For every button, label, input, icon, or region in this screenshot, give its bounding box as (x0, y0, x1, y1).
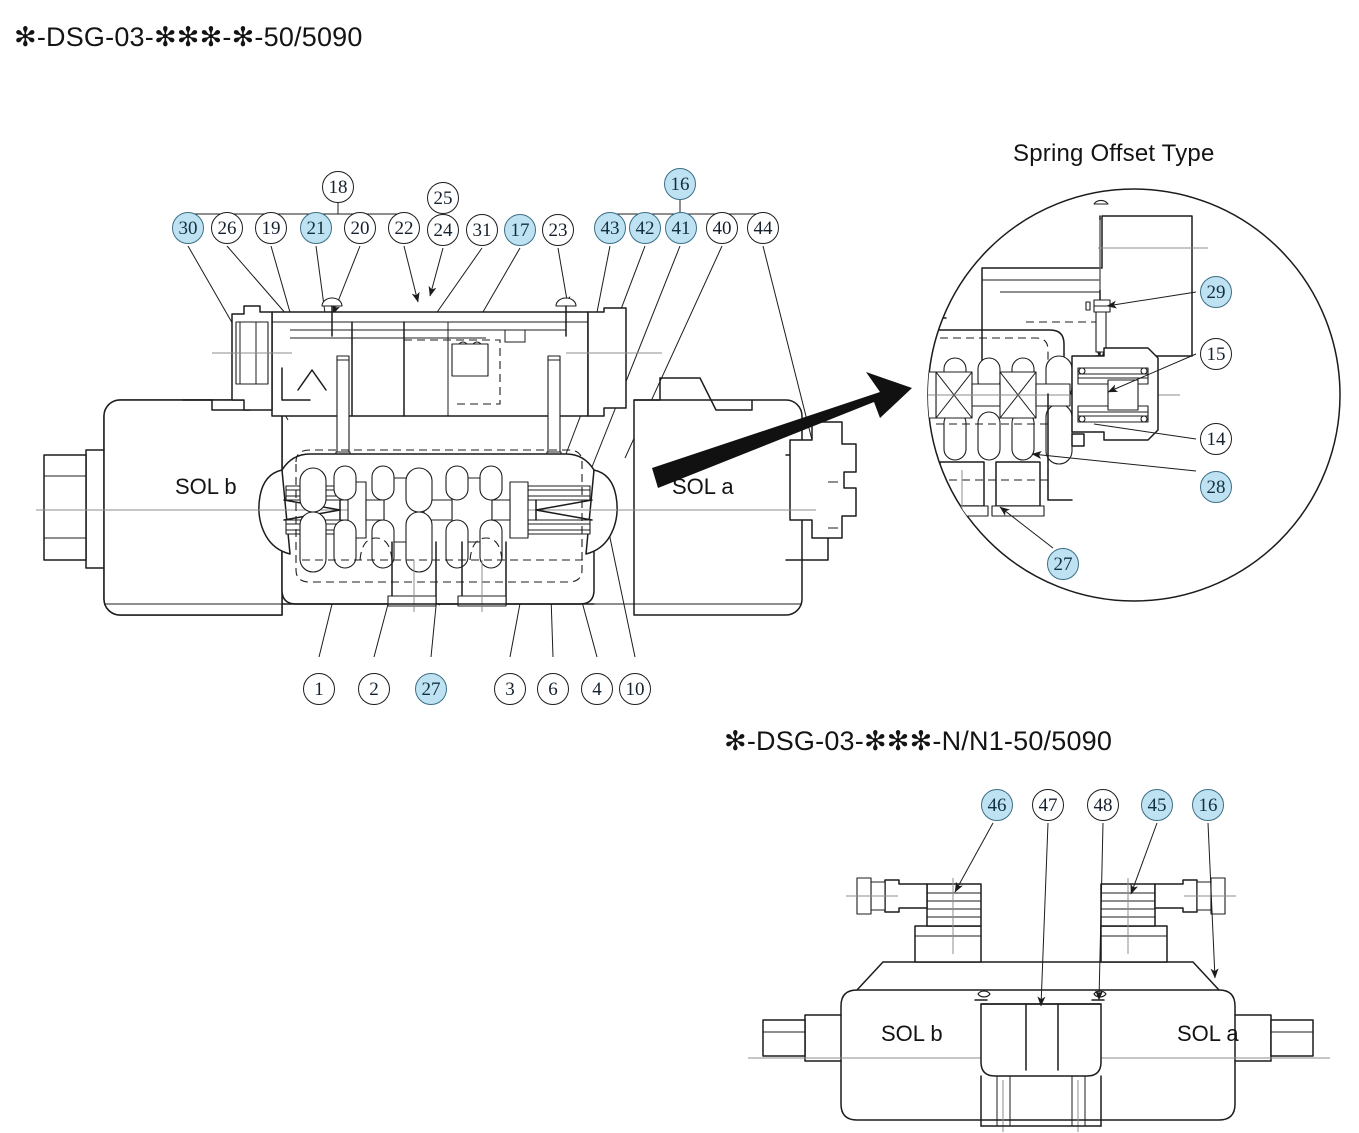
callout-bottom-view-48[interactable]: 48 (1087, 789, 1119, 821)
callout-main-top-41[interactable]: 41 (665, 212, 697, 244)
label-bottom-sol-a: SOL a (1177, 1021, 1239, 1046)
callout-detail-14[interactable]: 14 (1200, 423, 1232, 455)
callout-main-top-21[interactable]: 21 (300, 212, 332, 244)
callout-main-top-42[interactable]: 42 (629, 212, 661, 244)
callout-main-top-40[interactable]: 40 (706, 212, 738, 244)
callout-main-top-20[interactable]: 20 (344, 212, 376, 244)
leader-lines-bottom-view (954, 822, 1219, 1007)
bottom-valve-assembly (748, 877, 1330, 1132)
callout-main-bottom-3[interactable]: 3 (494, 673, 526, 705)
label-main-sol-b: SOL b (175, 474, 237, 499)
callout-main-top-19[interactable]: 19 (255, 212, 287, 244)
callout-main-bottom-6[interactable]: 6 (537, 673, 569, 705)
callout-main-bottom-4[interactable]: 4 (581, 673, 613, 705)
callout-main-top-30[interactable]: 30 (172, 212, 204, 244)
callout-main-bottom-27[interactable]: 27 (415, 673, 447, 705)
callout-main-top-16[interactable]: 16 (664, 168, 696, 200)
detail-contents (928, 199, 1208, 526)
detail-zoom-arrow (652, 372, 912, 488)
callout-detail-29[interactable]: 29 (1200, 276, 1232, 308)
callout-main-top-24[interactable]: 24 (427, 214, 459, 246)
callout-main-top-18[interactable]: 18 (322, 171, 354, 203)
page-title-bottom: ✻-DSG-03-✻✻✻-N/N1-50/5090 (724, 726, 1113, 756)
callout-main-top-25[interactable]: 25 (427, 182, 459, 214)
page-title-main: ✻-DSG-03-✻✻✻-✻-50/5090 (14, 22, 363, 52)
callout-main-top-31[interactable]: 31 (466, 214, 498, 246)
callout-main-top-22[interactable]: 22 (388, 212, 420, 244)
label-bottom-sol-b: SOL b (881, 1021, 943, 1046)
callout-detail-15[interactable]: 15 (1200, 338, 1232, 370)
callout-main-top-26[interactable]: 26 (211, 212, 243, 244)
detail-title-spring-offset: Spring Offset Type (1013, 140, 1215, 167)
callout-detail-28[interactable]: 28 (1200, 471, 1232, 503)
callout-bottom-view-47[interactable]: 47 (1032, 789, 1064, 821)
coil-detail (451, 341, 489, 377)
main-valve-assembly (36, 297, 857, 616)
leader-lines-detail (999, 291, 1197, 549)
callout-main-bottom-10[interactable]: 10 (619, 673, 651, 705)
callout-detail-27[interactable]: 27 (1047, 548, 1079, 580)
label-main-sol-a: SOL a (672, 474, 734, 499)
callout-main-top-23[interactable]: 23 (542, 214, 574, 246)
callout-bottom-view-16[interactable]: 16 (1192, 789, 1224, 821)
callout-main-top-43[interactable]: 43 (594, 212, 626, 244)
callout-main-top-44[interactable]: 44 (747, 212, 779, 244)
callout-main-bottom-2[interactable]: 2 (358, 673, 390, 705)
callout-bottom-view-46[interactable]: 46 (981, 789, 1013, 821)
callout-main-top-17[interactable]: 17 (504, 214, 536, 246)
callout-main-bottom-1[interactable]: 1 (303, 673, 335, 705)
callout-bottom-view-45[interactable]: 45 (1141, 789, 1173, 821)
